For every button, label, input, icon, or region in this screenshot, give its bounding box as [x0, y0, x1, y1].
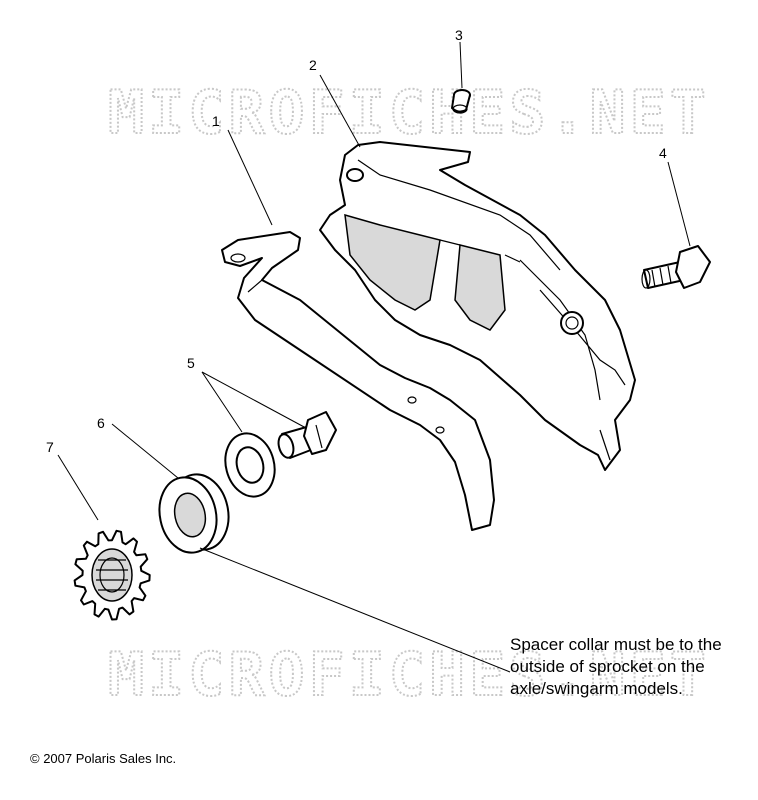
leader-5b	[201, 371, 307, 429]
leader-6-ext	[199, 547, 511, 673]
part-1-bracket	[221, 231, 495, 531]
part-3-pin	[451, 89, 471, 114]
watermark-bottom: MICROFICHES.NET	[108, 640, 710, 710]
note-line-2: outside of sprocket on the	[510, 657, 705, 676]
part-5-bolt	[277, 411, 337, 459]
part-5-washer	[224, 432, 276, 498]
callout-1: 1	[212, 113, 220, 129]
callout-7: 7	[46, 439, 54, 455]
callout-4: 4	[659, 145, 667, 161]
leader-3	[459, 41, 463, 89]
leader-4	[667, 161, 691, 247]
part-6-spacer-collar	[158, 473, 230, 554]
leader-7	[57, 454, 99, 521]
part-4-bolt	[641, 245, 711, 289]
leader-2	[319, 74, 361, 148]
leader-1	[227, 129, 273, 226]
callout-3: 3	[455, 27, 463, 43]
callout-6: 6	[97, 415, 105, 431]
assembly-note: Spacer collar must be to the outside of …	[510, 634, 722, 700]
part-2-cover	[319, 141, 636, 471]
callout-5: 5	[187, 355, 195, 371]
note-line-3: axle/swingarm models.	[510, 679, 683, 698]
leader-6	[111, 423, 179, 479]
leader-5a	[201, 371, 243, 433]
leader-lines	[57, 41, 691, 673]
copyright-text: © 2007 Polaris Sales Inc.	[30, 751, 177, 766]
part-7-sprocket	[73, 529, 151, 621]
watermark-top: MICROFICHES.NET	[108, 78, 710, 148]
callout-2: 2	[309, 57, 317, 73]
note-line-1: Spacer collar must be to the	[510, 635, 722, 654]
